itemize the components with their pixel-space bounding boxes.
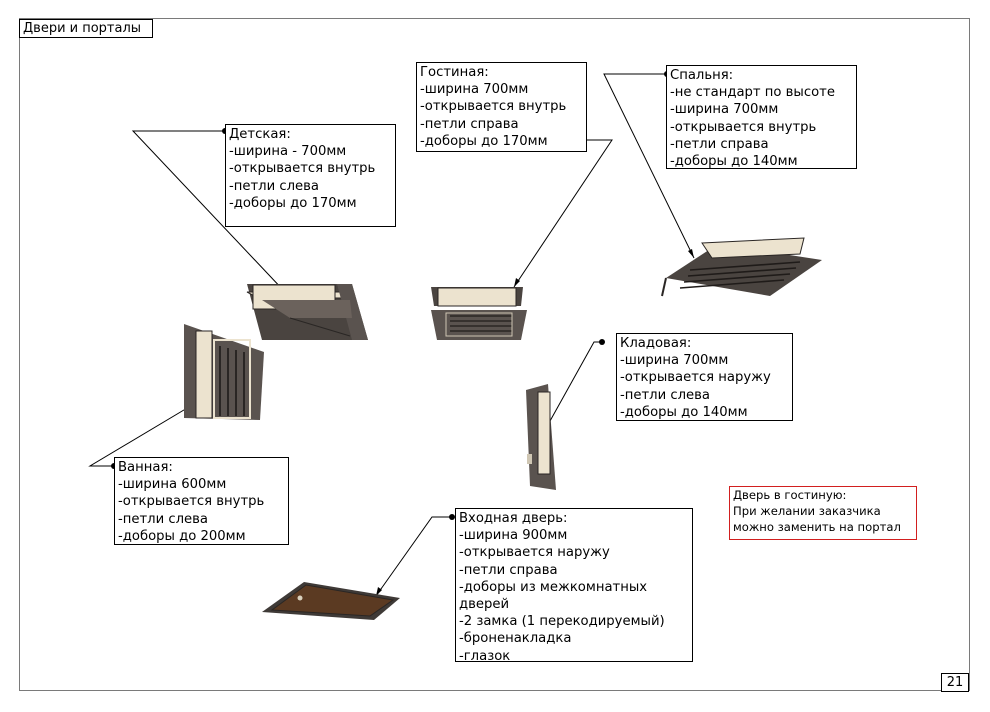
callout-spalnya: Спальня: -не стандарт по высоте -ширина … xyxy=(666,65,857,169)
callout-spalnya-line: -не стандарт по высоте xyxy=(670,85,835,101)
note-line: можно заменить на портал xyxy=(733,519,901,534)
callout-spalnya-title: Спальня: xyxy=(670,68,734,83)
callout-vhodnaya-line: -петли справа xyxy=(459,562,558,578)
callout-vannaya-line: -петли слева xyxy=(118,511,209,527)
leader-dot-kladovaya xyxy=(599,339,605,345)
callout-gostinaya-line: -ширина 700мм xyxy=(420,82,529,98)
arrow-gostinaya xyxy=(514,278,520,287)
arrow-vhodnaya xyxy=(376,587,382,596)
note-line: Дверь в гостиную: xyxy=(733,488,847,502)
callout-vhodnaya-line: -открывается наружу xyxy=(459,545,610,561)
callout-kladovaya-line: -доборы до 140мм xyxy=(620,404,748,420)
callout-vannaya: Ванная: -ширина 600мм -открывается внутр… xyxy=(114,457,289,545)
callout-vhodnaya-line: -ширина 900мм xyxy=(459,528,568,544)
callout-vhodnaya: Входная дверь: -ширина 900мм -открываетс… xyxy=(455,508,693,664)
door-vhodnaya-illustration xyxy=(262,582,400,620)
callout-gostinaya-line: -доборы до 170мм xyxy=(420,133,548,149)
callout-vannaya-line: -ширина 600мм xyxy=(118,477,227,493)
page-number: 21 xyxy=(941,673,969,692)
callout-detskaya-title: Детская: xyxy=(229,127,291,142)
callout-spalnya-line: -доборы до 140мм xyxy=(670,154,798,170)
callout-vhodnaya-line: -глазок xyxy=(459,648,511,664)
callout-spalnya-line: -петли справа xyxy=(670,136,769,152)
callout-spalnya-line: -открывается внутрь xyxy=(670,119,817,135)
callout-detskaya-line: -доборы до 170мм xyxy=(229,195,357,211)
callout-vhodnaya-line: дверей xyxy=(459,597,510,613)
callout-vhodnaya-line: -2 замка (1 перекодируемый) xyxy=(459,614,665,630)
gostinaya-portal-note: Дверь в гостиную: При желании заказчика … xyxy=(729,486,917,540)
callout-kladovaya-line: -ширина 700мм xyxy=(620,353,729,369)
callout-detskaya: Детская: -ширина - 700мм -открывается вн… xyxy=(225,124,396,227)
callout-vhodnaya-line: -броненакладка xyxy=(459,631,572,647)
leader-detskaya xyxy=(131,130,286,293)
leader-kladovaya xyxy=(544,341,602,431)
door-gostinaya-illustration xyxy=(431,287,527,340)
callout-vannaya-line: -доборы до 200мм xyxy=(118,528,246,544)
callout-vhodnaya-title: Входная дверь: xyxy=(459,511,568,526)
leader-dot-vhodnaya xyxy=(449,514,455,520)
leader-gostinaya xyxy=(513,139,613,288)
callout-detskaya-line: -петли слева xyxy=(229,178,320,194)
callout-gostinaya-line: -открывается внутрь xyxy=(420,99,567,115)
note-line: При желании заказчика xyxy=(733,503,881,518)
callout-gostinaya-title: Гостиная: xyxy=(420,65,489,80)
callout-detskaya-line: -открывается внутрь xyxy=(229,161,376,177)
callout-kladovaya: Кладовая: -ширина 700мм -открывается нар… xyxy=(616,333,793,421)
leader-spalnya xyxy=(603,73,695,259)
leader-vhodnaya xyxy=(375,516,452,597)
callout-detskaya-line: -ширина - 700мм xyxy=(229,144,347,160)
callout-kladovaya-line: -открывается наружу xyxy=(620,370,771,386)
sheet-title: Двери и порталы xyxy=(19,19,153,38)
door-detskaya-illustration xyxy=(246,284,368,340)
arrow-spalnya xyxy=(688,249,694,258)
leader-vannaya xyxy=(88,397,205,467)
callout-vannaya-title: Ванная: xyxy=(118,460,173,475)
door-spalnya-illustration xyxy=(661,237,822,297)
callout-vannaya-line: -открывается внутрь xyxy=(118,494,265,510)
sheet-frame xyxy=(19,18,970,691)
callout-gostinaya: Гостиная: -ширина 700мм -открывается вну… xyxy=(416,62,587,152)
leader-lines xyxy=(88,73,695,597)
callout-kladovaya-title: Кладовая: xyxy=(620,336,692,351)
callout-spalnya-line: -ширина 700мм xyxy=(670,102,779,118)
callout-vhodnaya-line: -доборы из межкомнатных xyxy=(459,579,648,595)
callout-kladovaya-line: -петли слева xyxy=(620,387,711,403)
door-kladovaya-illustration xyxy=(526,384,556,490)
callout-gostinaya-line: -петли справа xyxy=(420,116,519,132)
door-vannaya-illustration xyxy=(184,324,264,420)
